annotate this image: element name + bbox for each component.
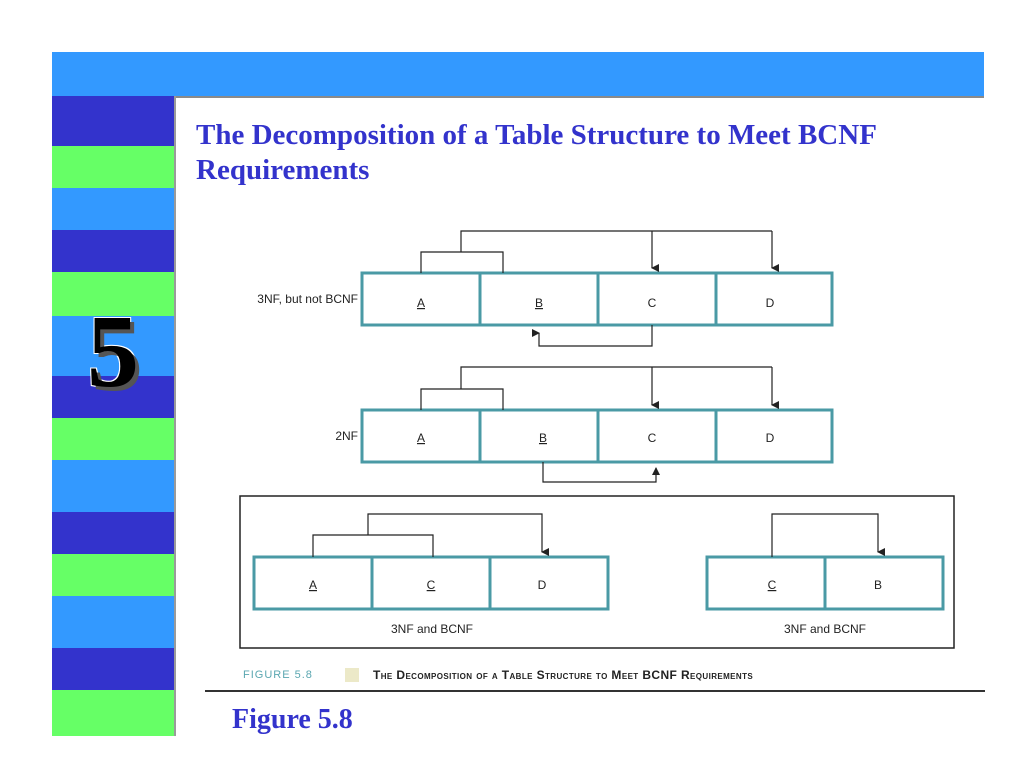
row3-right-arrow-to-b	[771, 513, 885, 557]
row1-table	[360, 271, 834, 327]
stripe	[52, 96, 174, 146]
stripe	[52, 596, 174, 648]
row1-dependency-line	[460, 230, 772, 252]
slide-title: The Decomposition of a Table Structure t…	[196, 119, 876, 186]
stripe	[52, 316, 174, 376]
row3-left-cell-a: A	[309, 578, 317, 592]
row2-dependency-line	[460, 366, 772, 389]
row2-table	[360, 408, 834, 464]
row1-cell-c: C	[648, 296, 657, 310]
row2-cell-c: C	[648, 431, 657, 445]
caption-figure-number: FIGURE 5.8	[243, 669, 313, 681]
row1-label: 3NF, but not BCNF	[257, 292, 358, 306]
row2-cell-b: B	[539, 431, 547, 445]
stripe	[52, 146, 174, 188]
caption-swatch	[345, 668, 359, 682]
stripe	[52, 460, 174, 512]
stripe	[52, 376, 174, 418]
row3-left-key-bracket	[312, 534, 434, 557]
row2-key-bracket	[420, 388, 504, 410]
decomposition-frame	[239, 495, 955, 649]
row3-right-table	[705, 555, 945, 611]
row2-cell-a: A	[417, 431, 425, 445]
stripe	[52, 648, 174, 690]
row3-left-arrow-to-d	[367, 513, 549, 556]
figure-caption: FIGURE 5.8 The Decomposition of a Table …	[205, 662, 985, 692]
row3-left-cell-d: D	[538, 578, 547, 592]
row1-key-bracket	[420, 251, 504, 273]
row1-arrow-c-to-b	[532, 325, 653, 347]
stripe	[52, 554, 174, 596]
top-banner	[52, 52, 984, 98]
row3-right-label: 3NF and BCNF	[784, 622, 866, 636]
stripe	[52, 418, 174, 460]
row3-right-cell-c: C	[768, 578, 777, 592]
stripe	[52, 188, 174, 230]
row2-cell-d: D	[766, 431, 775, 445]
row2-label: 2NF	[335, 429, 358, 443]
stripe	[52, 690, 174, 736]
row3-left-cell-c: C	[427, 578, 436, 592]
stripe	[52, 512, 174, 554]
row1-cell-d: D	[766, 296, 775, 310]
chapter-number: 5	[87, 294, 139, 409]
row2-arrow-b-to-c	[542, 462, 660, 483]
row1-cell-b: B	[535, 296, 543, 310]
side-stripe-bar	[52, 96, 176, 736]
row3-right-cell-b: B	[874, 578, 882, 592]
row3-left-frame	[252, 555, 610, 611]
figure-label: Figure 5.8	[232, 704, 353, 735]
caption-text: The Decomposition of a Table Structure t…	[373, 668, 754, 682]
row3-left-label: 3NF and BCNF	[391, 622, 473, 636]
stripe	[52, 230, 174, 272]
row3-left-table	[252, 555, 610, 611]
row1-cell-a: A	[417, 296, 425, 310]
stripe	[52, 272, 174, 316]
